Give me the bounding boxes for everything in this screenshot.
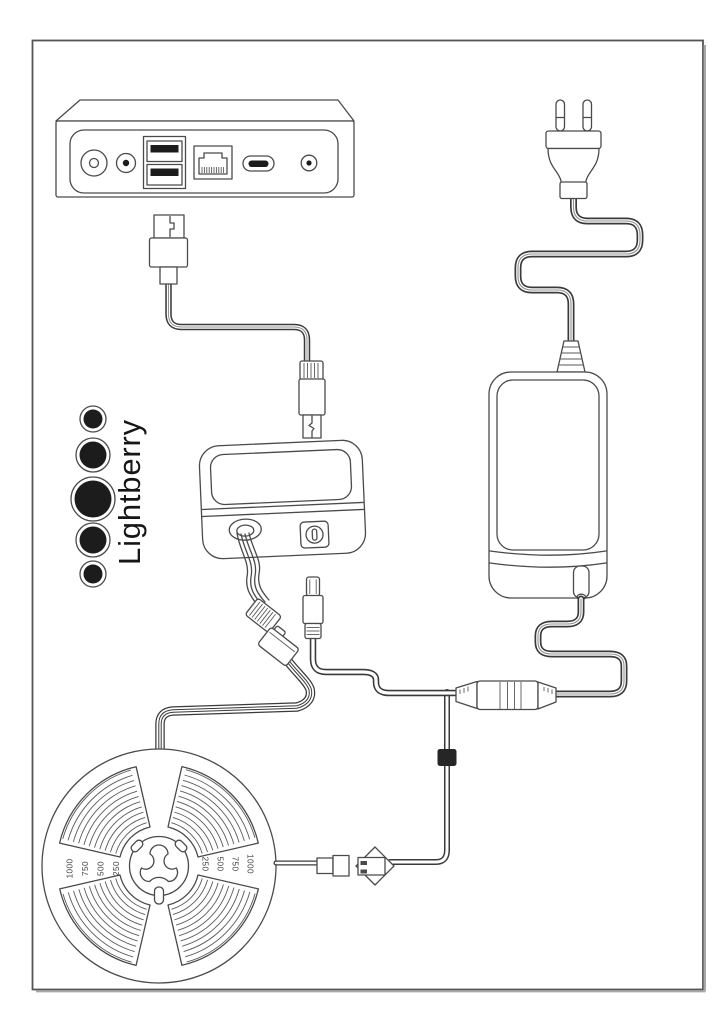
media-player-top-face — [55, 99, 355, 122]
inline-dc-coupler — [455, 680, 557, 711]
hub-tab-right — [174, 839, 188, 853]
dc-barrel-plug — [302, 576, 324, 640]
lightberry-converter — [198, 439, 367, 560]
logo-text: Lightberry — [112, 419, 147, 565]
brick-seam-1 — [489, 550, 607, 556]
marking-left-750: 750 — [81, 861, 90, 876]
micro-usb-ridges — [303, 363, 319, 378]
dc-plug-body — [302, 594, 324, 625]
plug-head — [545, 130, 602, 150]
power-supply-brick — [488, 340, 624, 694]
cable-band — [437, 749, 457, 766]
four-pin-connector-female — [258, 625, 299, 666]
dc-plug-ridges — [306, 627, 320, 635]
marking-right-250: 250 — [201, 857, 210, 872]
media-player-rear-panel — [55, 99, 355, 198]
marking-left-250: 250 — [112, 861, 121, 876]
usb-a-plug — [148, 214, 189, 285]
brick-body — [488, 371, 608, 599]
wire-bundle — [236, 532, 270, 606]
marking-left-500: 500 — [97, 861, 106, 876]
marking-right-1000: 1000 — [246, 854, 255, 874]
micro-usb-plug — [298, 360, 326, 439]
media-player-recessed-panel — [69, 129, 339, 194]
two-pin-strip-connector — [276, 846, 395, 886]
plug-neck — [559, 181, 588, 200]
female-pin-slot-2 — [360, 869, 367, 874]
brick-seam-2 — [489, 562, 607, 568]
dc-power-jack — [80, 149, 108, 177]
coupler-rings — [499, 682, 522, 709]
hdmi-port — [242, 155, 275, 172]
plug-prong-right — [582, 99, 593, 132]
reel-length-markings: 1000 750 500 250 250 500 750 1000 — [66, 854, 255, 878]
micro-usb-seam — [308, 415, 315, 438]
strip-connector-female — [355, 846, 395, 886]
brick-output-nub — [572, 565, 590, 599]
usb-cable — [148, 214, 326, 439]
ir-button — [300, 154, 318, 172]
converter-seam-1 — [201, 501, 364, 511]
coupler-right-ridges — [543, 687, 553, 694]
plug-prong-left — [555, 99, 566, 132]
hub-slot-bottom — [153, 886, 165, 905]
eu-power-plug — [518, 99, 640, 341]
media-player-front-face — [55, 120, 355, 198]
strip-connector-male — [316, 854, 350, 877]
dc-plug-tip — [305, 576, 321, 597]
marking-left-1000: 1000 — [66, 859, 75, 879]
female-pin-slot-1 — [360, 861, 367, 865]
coupler-left-ridges — [459, 686, 469, 694]
usb-ports — [142, 135, 187, 190]
usb-a-notch — [169, 215, 175, 238]
led-strip-reel: 1000 750 500 250 250 500 750 1000 — [41, 748, 277, 984]
converter-top-face — [209, 448, 353, 506]
four-pin-connector-male — [245, 598, 282, 633]
converter-seam-2 — [201, 508, 365, 518]
strain-relief-ridges — [558, 346, 584, 366]
power-split-cables — [313, 638, 460, 862]
marking-right-750: 750 — [231, 857, 240, 872]
reel-center-hole — [139, 844, 179, 883]
logo-dots — [70, 405, 116, 588]
lightberry-logo: Lightberry — [70, 405, 147, 588]
av-jack — [115, 152, 137, 174]
marking-right-500: 500 — [216, 857, 225, 872]
ethernet-port — [193, 145, 233, 180]
hub-tab-left — [130, 839, 144, 853]
brick-top-face — [496, 379, 600, 551]
male-ridges — [249, 601, 276, 628]
ethernet-pins — [201, 167, 225, 173]
converter-dc-jack — [299, 520, 330, 549]
